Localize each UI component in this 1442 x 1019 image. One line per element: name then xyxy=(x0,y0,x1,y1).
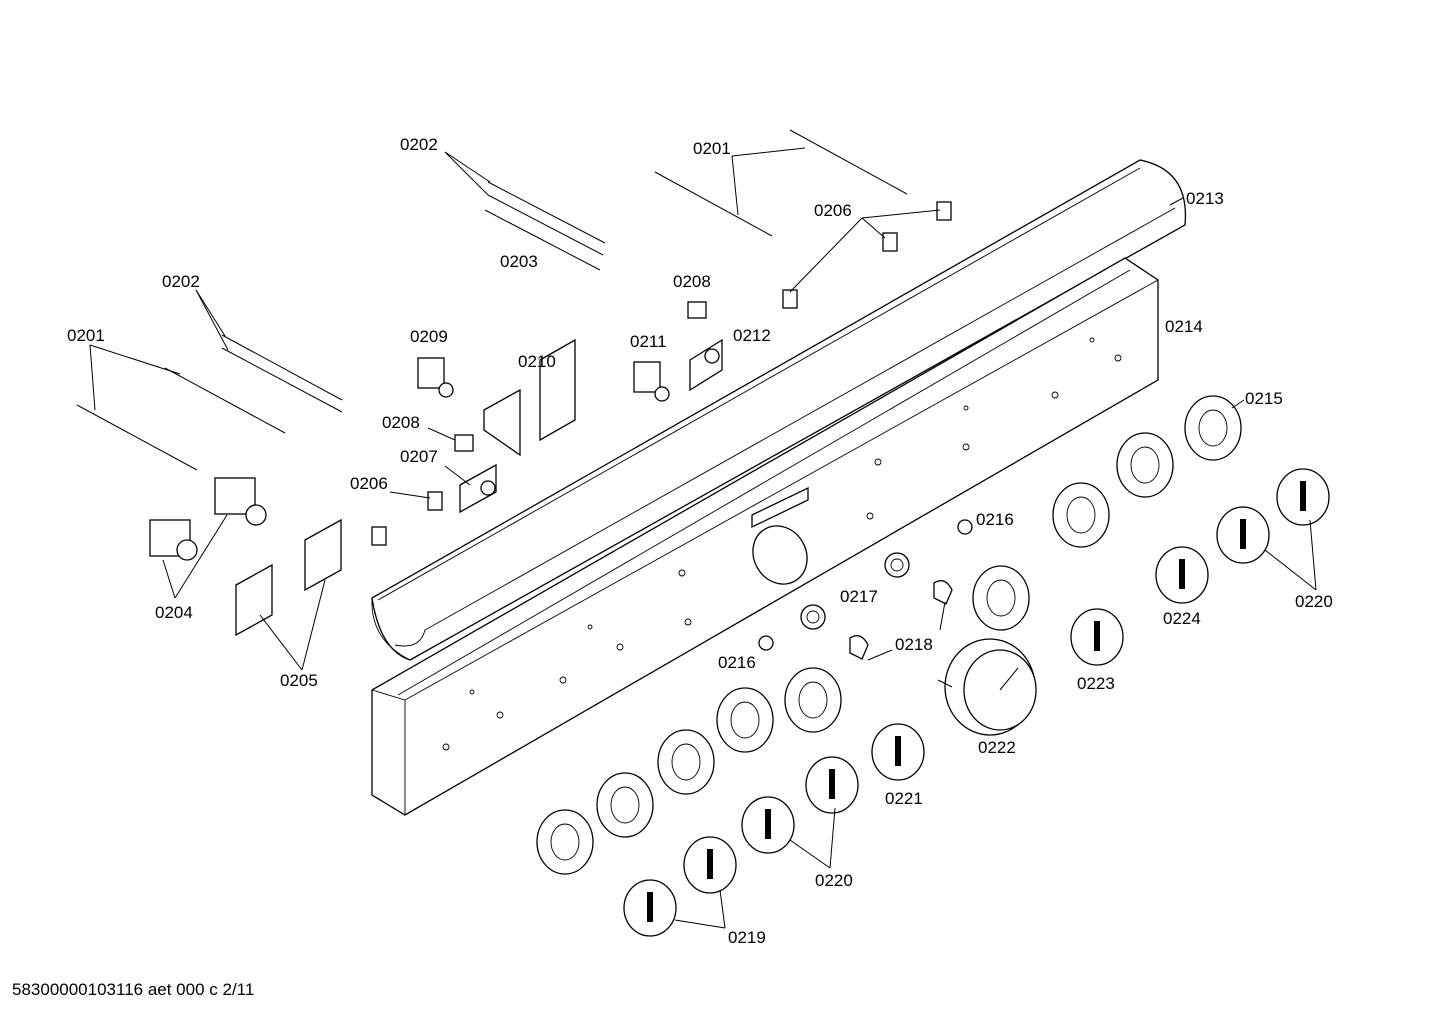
label-0206-top: 0206 xyxy=(814,201,852,220)
label-0218: 0218 xyxy=(895,635,933,654)
leader-lines xyxy=(89,147,1317,929)
document-footer-id: 58300000103116 aet 000 c 2/11 xyxy=(12,980,255,999)
part-labels: 0202 0201 0203 0206 0213 0202 0201 0208 … xyxy=(67,135,1333,947)
label-0206-left: 0206 xyxy=(350,474,388,493)
label-0222: 0222 xyxy=(978,738,1016,757)
label-0203: 0203 xyxy=(500,252,538,271)
label-0202-top: 0202 xyxy=(400,135,438,154)
label-0215: 0215 xyxy=(1245,389,1283,408)
label-0201-top: 0201 xyxy=(693,139,731,158)
label-0205: 0205 xyxy=(280,671,318,690)
upper-trim-0213 xyxy=(371,159,1187,661)
label-0201-left: 0201 xyxy=(67,326,105,345)
knob-bezels-0215 xyxy=(536,395,1242,875)
label-0209: 0209 xyxy=(410,327,448,346)
label-0221: 0221 xyxy=(885,789,923,808)
label-0220-bottom: 0220 xyxy=(815,871,853,890)
control-panel-0214 xyxy=(371,257,1159,816)
label-0210: 0210 xyxy=(518,352,556,371)
label-0211: 0211 xyxy=(630,332,667,351)
label-0216-left: 0216 xyxy=(718,653,756,672)
label-0223: 0223 xyxy=(1077,674,1115,693)
label-0207: 0207 xyxy=(400,447,438,466)
label-0214: 0214 xyxy=(1165,317,1203,336)
label-0202-left: 0202 xyxy=(162,272,200,291)
label-0220-right: 0220 xyxy=(1295,592,1333,611)
control-knobs xyxy=(623,468,1330,937)
label-0219: 0219 xyxy=(728,928,766,947)
label-0224: 0224 xyxy=(1163,609,1201,628)
label-0216-right: 0216 xyxy=(976,510,1014,529)
rods-top xyxy=(484,129,908,271)
label-0212: 0212 xyxy=(733,326,771,345)
thermometer-gauge-0222 xyxy=(937,638,1037,736)
label-0208-left: 0208 xyxy=(382,413,420,432)
small-parts xyxy=(149,201,973,660)
rods-left xyxy=(76,334,343,471)
label-0213: 0213 xyxy=(1186,189,1224,208)
label-0208-top: 0208 xyxy=(673,272,711,291)
label-0204: 0204 xyxy=(155,603,193,622)
label-0217: 0217 xyxy=(840,587,878,606)
